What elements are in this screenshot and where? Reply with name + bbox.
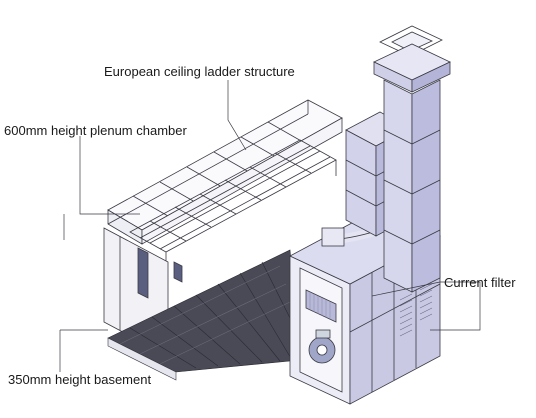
floor-grating [107,249,301,381]
wall-window [173,261,183,283]
label-ceiling-ladder: European ceiling ladder structure [104,64,295,79]
label-current-filter: Current filter [444,275,516,290]
wall-window [137,247,149,299]
air-handling-unit [289,207,441,405]
leader-lines [59,80,481,372]
label-plenum-chamber: 600mm height plenum chamber [4,123,187,138]
label-basement: 350mm height basement [8,372,151,387]
filter-coil [305,289,337,323]
ceiling-frame [107,99,343,268]
exhaust-stack-tall [373,25,451,293]
